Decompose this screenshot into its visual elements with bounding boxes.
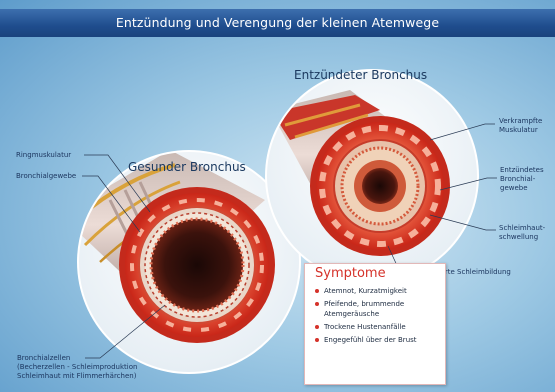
inflamed-bronchus-view xyxy=(265,69,479,283)
bullet-icon xyxy=(315,338,319,342)
symptom-item: Atemnot, Kurzatmigkeit xyxy=(315,286,443,296)
healthy-bronchus-view xyxy=(60,150,301,374)
bullet-icon xyxy=(315,302,319,306)
label-schleimhautschwellung: Schleimhaut- schwellung xyxy=(499,224,545,242)
label-verkrampfte-muskulatur: Verkrampfte Muskulatur xyxy=(499,117,542,135)
healthy-bronchus-heading: Gesunder Bronchus xyxy=(128,163,246,172)
inflamed-bronchus-heading: Entzündeter Bronchus xyxy=(294,71,427,80)
symptoms-list: Atemnot, Kurzatmigkeit Pfeifende, brumme… xyxy=(315,286,443,348)
symptoms-heading: Symptome xyxy=(315,266,386,281)
symptom-item: Trockene Hustenanfälle xyxy=(315,322,443,332)
label-bronchialzellen: Bronchialzellen (Becherzellen - Schleimp… xyxy=(17,354,137,381)
symptoms-box: Symptome Atemnot, Kurzatmigkeit Pfeifend… xyxy=(304,263,446,385)
bullet-icon xyxy=(315,289,319,293)
bullet-icon xyxy=(315,325,319,329)
symptom-item: Engegefühl über der Brust xyxy=(315,335,443,345)
label-entzuendetes-bronchialgewebe: Entzündetes Bronchial- gewebe xyxy=(500,166,544,193)
label-ringmuskulatur: Ringmuskulatur xyxy=(16,151,71,160)
label-bronchialgewebe: Bronchialgewebe xyxy=(16,172,76,181)
